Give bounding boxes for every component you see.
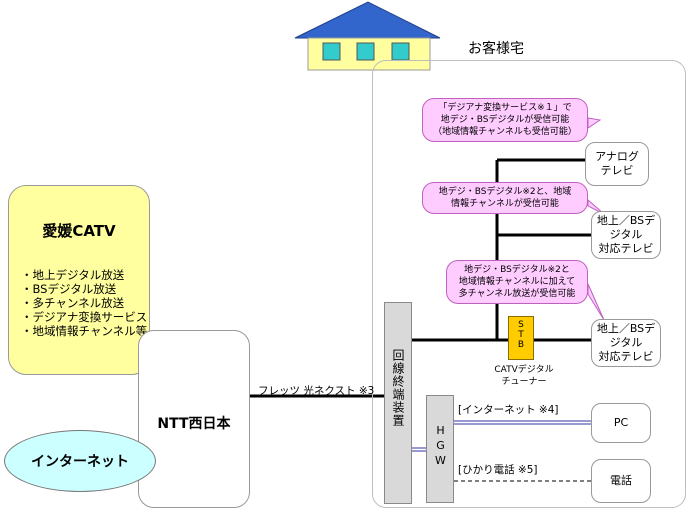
device-label: テレビ <box>600 164 634 177</box>
callout-stb: 地デジ・BSデジタル※2と 地域情報チャンネルに加えて 多チャンネル放送が受信可… <box>446 260 588 304</box>
stb-caption-line: チューナー <box>501 377 547 387</box>
service-item: ・地域情報チャンネル等 <box>21 324 148 338</box>
callout-digital: 地デジ・BSデジタル※2と、地域 情報チャンネルが受信可能 <box>422 182 588 214</box>
device-label: 地上／BSデジタル <box>596 322 656 349</box>
service-item: ・デジアナ変換サービス <box>21 310 148 324</box>
catv-service-list: ・地上デジタル放送 ・BSデジタル放送 ・多チャンネル放送 ・デジアナ変換サービ… <box>21 268 147 338</box>
callout-line: 地デジ・BSデジタル※2と、地域 <box>438 187 572 197</box>
device-label: 対応テレビ <box>598 242 654 255</box>
stb-label: STB <box>516 320 526 350</box>
callout-line: 地域情報チャンネルに加えて <box>458 277 576 287</box>
stb-caption: CATVデジタル チューナー <box>486 364 562 388</box>
callout-line: 情報チャンネルが受信可能 <box>451 199 559 209</box>
callout-line: 「デジアナ変換サービス※１」で <box>438 103 572 113</box>
internet-link-label: [インターネット ※4] <box>458 404 559 416</box>
ntt-title: NTT西日本 <box>157 416 231 432</box>
device-label: 対応テレビ <box>598 350 654 363</box>
house-icon <box>294 1 441 71</box>
callout-line: 地デジ・BSデジタル※2と <box>464 265 570 275</box>
ntt-west-box: NTT西日本 <box>138 330 250 508</box>
analog-tv-box: アナログテレビ <box>585 142 649 186</box>
device-label: アナログ <box>595 150 639 163</box>
home-boundary <box>372 60 686 508</box>
pc-box: PC <box>591 403 651 443</box>
catv-provider-box: 愛媛CATV ・地上デジタル放送 ・BSデジタル放送 ・多チャンネル放送 ・デジ… <box>8 185 150 375</box>
onu-label: 回線終端装置 <box>391 349 405 427</box>
stb-caption-line: CATVデジタル <box>494 365 554 375</box>
service-item: ・BSデジタル放送 <box>21 282 117 296</box>
hgw-device: HGW <box>426 395 454 503</box>
digital-tv-box: 地上／BSデジタル対応テレビ <box>591 319 661 367</box>
fiber-line-label: フレッツ 光ネクスト ※3 <box>258 385 375 397</box>
phone-box: 電話 <box>591 459 651 503</box>
internet-cloud: インターネット <box>4 430 156 492</box>
hgw-label: HGW <box>434 424 447 469</box>
device-label: 地上／BSデジタル <box>596 214 656 241</box>
callout-line: （地域情報チャンネルも受信可能） <box>433 127 577 137</box>
callout-line: 地デジ・BSデジタルが受信可能 <box>440 115 570 125</box>
service-item: ・多チャンネル放送 <box>21 296 125 310</box>
stb-device: STB <box>508 316 534 360</box>
digital-tv-box: 地上／BSデジタル対応テレビ <box>591 211 661 259</box>
service-item: ・地上デジタル放送 <box>21 268 125 282</box>
phone-link-label: [ひかり電話 ※5] <box>458 464 538 476</box>
callout-line: 多チャンネル放送が受信可能 <box>458 289 576 299</box>
callout-analog: 「デジアナ変換サービス※１」で 地デジ・BSデジタルが受信可能 （地域情報チャン… <box>422 98 588 142</box>
home-label: お客様宅 <box>468 41 524 57</box>
catv-title: 愛媛CATV <box>42 222 116 240</box>
onu-device: 回線終端装置 <box>384 302 412 504</box>
